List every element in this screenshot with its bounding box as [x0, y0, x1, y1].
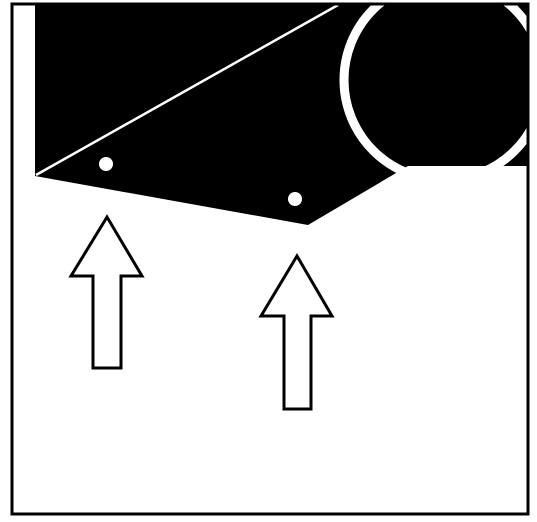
point-marker-left: [99, 157, 113, 171]
point-marker-right: [288, 192, 302, 206]
